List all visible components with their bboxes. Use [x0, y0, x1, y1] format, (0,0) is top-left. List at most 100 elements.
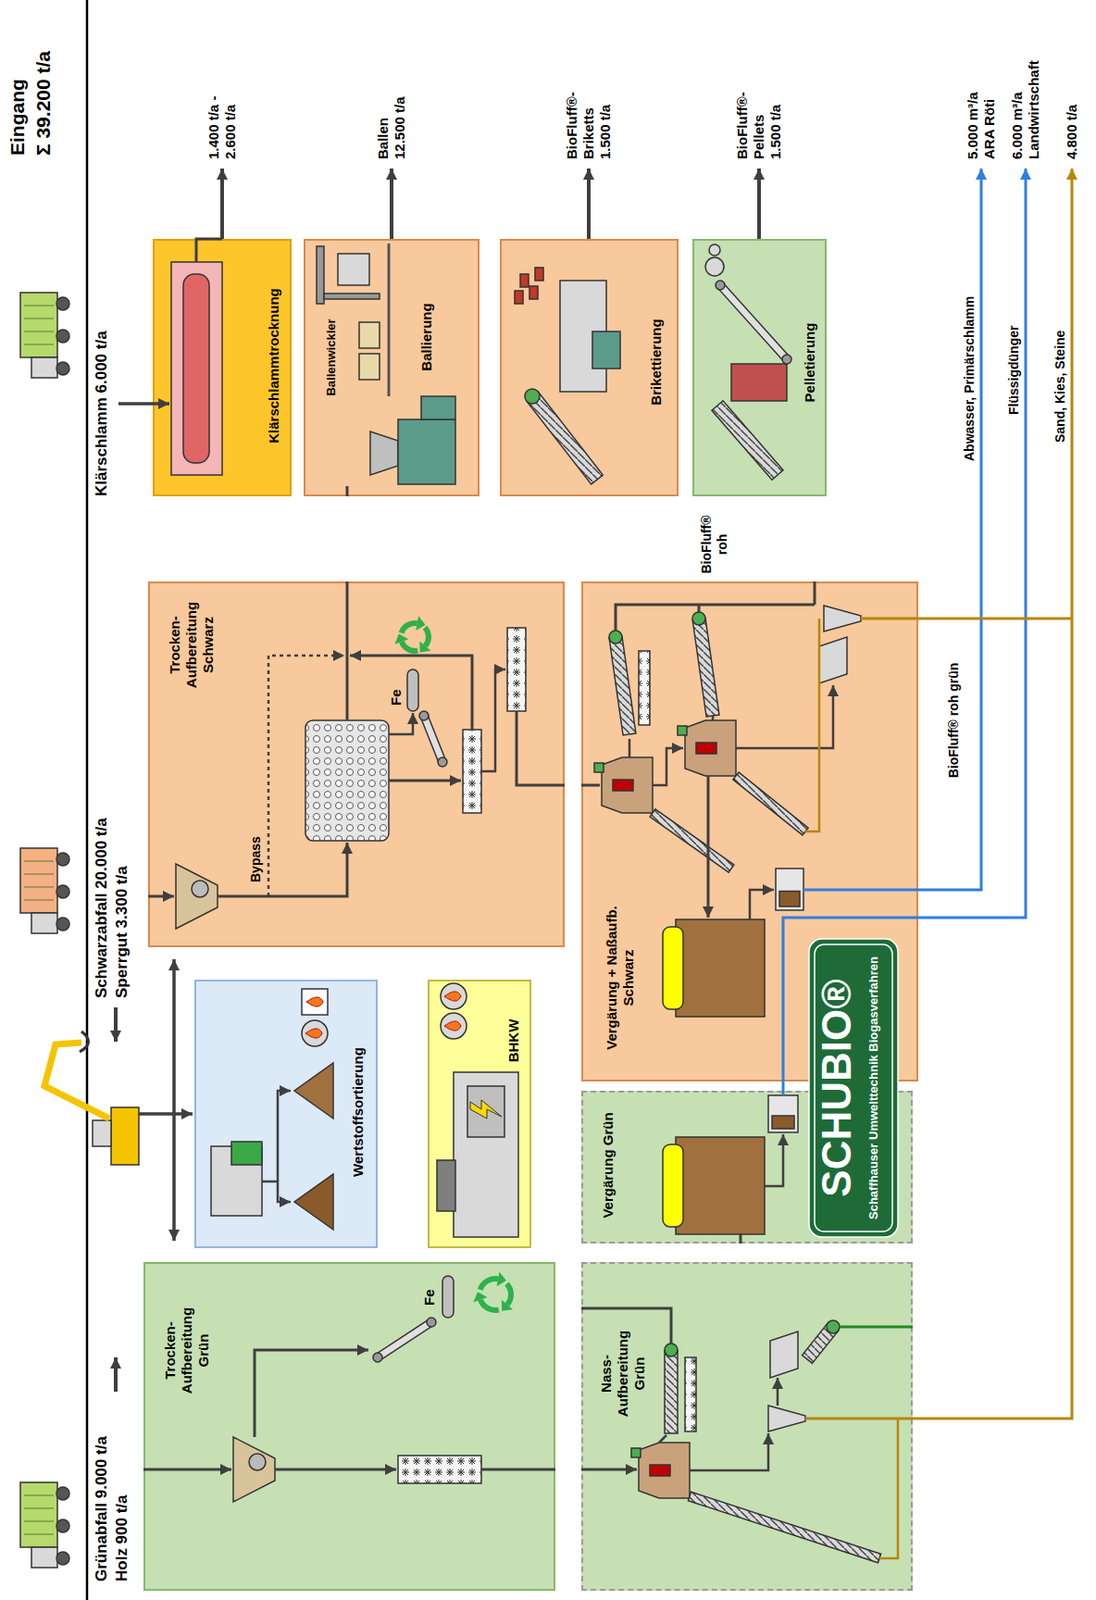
briquette — [535, 267, 544, 281]
briquetting-motor — [592, 331, 621, 369]
area-title: Ballierung — [418, 288, 436, 386]
pellet-cooler — [705, 257, 724, 276]
flow-line — [628, 738, 632, 758]
flow-line — [86, 0, 89, 1600]
recycle-symbol — [398, 640, 419, 654]
flow-line — [803, 168, 982, 890]
wheel — [56, 852, 70, 866]
filter — [772, 1115, 795, 1129]
area-title: Brikettierung — [647, 301, 665, 423]
flow-line — [481, 1468, 556, 1471]
flow-line — [389, 168, 394, 239]
dewatering-unit — [775, 868, 804, 910]
flow-line — [387, 243, 391, 397]
stream-label: Sand, Kies, Steine — [1052, 257, 1069, 443]
flow-line — [196, 238, 223, 262]
excavator-arm — [44, 1042, 110, 1119]
dryer-belt — [183, 274, 210, 463]
baler — [421, 396, 456, 420]
flow-line — [581, 1468, 637, 1471]
conveyor — [420, 714, 446, 764]
sorting-machine — [231, 1141, 262, 1165]
roller — [373, 1352, 383, 1362]
flow-line — [346, 485, 349, 497]
flow-line — [217, 842, 348, 897]
sand-auger — [733, 772, 809, 835]
area-title: BHKW — [505, 1012, 523, 1069]
screw-press — [664, 1349, 678, 1433]
wrapper-frame — [316, 246, 324, 304]
material-pile — [294, 1062, 334, 1119]
flow-line — [776, 1377, 780, 1406]
sludge-dryer — [171, 261, 223, 475]
chp-engine — [453, 1071, 519, 1237]
flow-line — [113, 1007, 118, 1042]
briquette — [514, 290, 524, 304]
flow-line — [24, 886, 54, 888]
flow-line — [757, 168, 761, 239]
flow-line — [24, 899, 54, 901]
flow-line — [138, 1111, 193, 1116]
excavator-body — [111, 1107, 139, 1165]
excavator-grab — [79, 1031, 89, 1052]
flow-line — [24, 344, 54, 346]
recycle-symbol — [394, 634, 409, 645]
gas-dome — [662, 926, 684, 1009]
pellet-press — [731, 363, 787, 401]
filter — [779, 891, 800, 908]
sand-auger — [687, 1491, 881, 1563]
pulper — [638, 1442, 690, 1498]
magnet — [442, 1275, 454, 1318]
stream-label: Abwasser, Primärschlamm — [961, 220, 978, 461]
flow-line — [172, 959, 176, 1241]
area-title: Klärschlammtrocknung — [265, 249, 283, 482]
area-title: Wertstoffsortierung — [349, 1014, 367, 1209]
input-label: Grünabfall 9.000 t/a — [92, 1368, 112, 1582]
pulper-motor — [649, 1464, 671, 1476]
fuel-icon — [301, 988, 328, 1015]
bale — [359, 322, 380, 349]
roller — [782, 354, 792, 364]
sieve-bend — [819, 636, 847, 684]
pulper-drive — [677, 725, 687, 735]
pulper-motor — [612, 779, 634, 791]
press-motor — [826, 1320, 840, 1333]
shredder — [233, 1436, 275, 1502]
truck-body — [20, 292, 58, 358]
flow-line — [659, 1434, 667, 1443]
press-motor — [664, 1343, 678, 1357]
recycle-symbol — [501, 1299, 513, 1311]
chp-engine — [436, 1159, 456, 1211]
pulper-drive — [594, 762, 604, 773]
input-label: Schwarzabfall 20.000 t/a — [92, 757, 112, 998]
pulper-motor — [696, 742, 717, 754]
flow-line — [707, 775, 710, 918]
flow-line — [220, 168, 225, 239]
flow-line — [813, 581, 817, 605]
recycle-symbol — [423, 625, 432, 648]
wrapped-bale — [337, 253, 370, 286]
output-label: 1.400 t/a - 2.600 t/a — [205, 77, 239, 160]
recycle-symbol — [473, 1291, 487, 1302]
heat-icon — [440, 983, 467, 1009]
wheel — [56, 917, 70, 931]
area-title: Vergärung + Naßaufb. Schwarz — [603, 884, 637, 1071]
flow-line — [388, 779, 461, 783]
edge-label: BioFluff® roh grün — [945, 650, 963, 790]
stream-label: Flüssigdünger — [1006, 229, 1022, 415]
wheel — [56, 297, 70, 311]
recycle-symbol — [477, 1275, 499, 1291]
flow-line — [148, 895, 175, 898]
flow-line — [764, 1133, 784, 1186]
recycle-symbol — [504, 1281, 514, 1307]
fe-label: Fe — [387, 677, 405, 706]
area-title: Trocken-Aufbereitung Schwarz — [166, 586, 217, 703]
logo-text: SCHUBIO® — [812, 938, 862, 1237]
hydrocyclone — [768, 1405, 806, 1432]
star-screen — [638, 650, 650, 725]
star-screen — [462, 729, 482, 813]
flow-line — [113, 1357, 118, 1392]
drum-screen — [305, 720, 389, 841]
heat-icon — [440, 1012, 467, 1039]
input-label: Sperrgut 3.300 t/a — [112, 794, 132, 998]
